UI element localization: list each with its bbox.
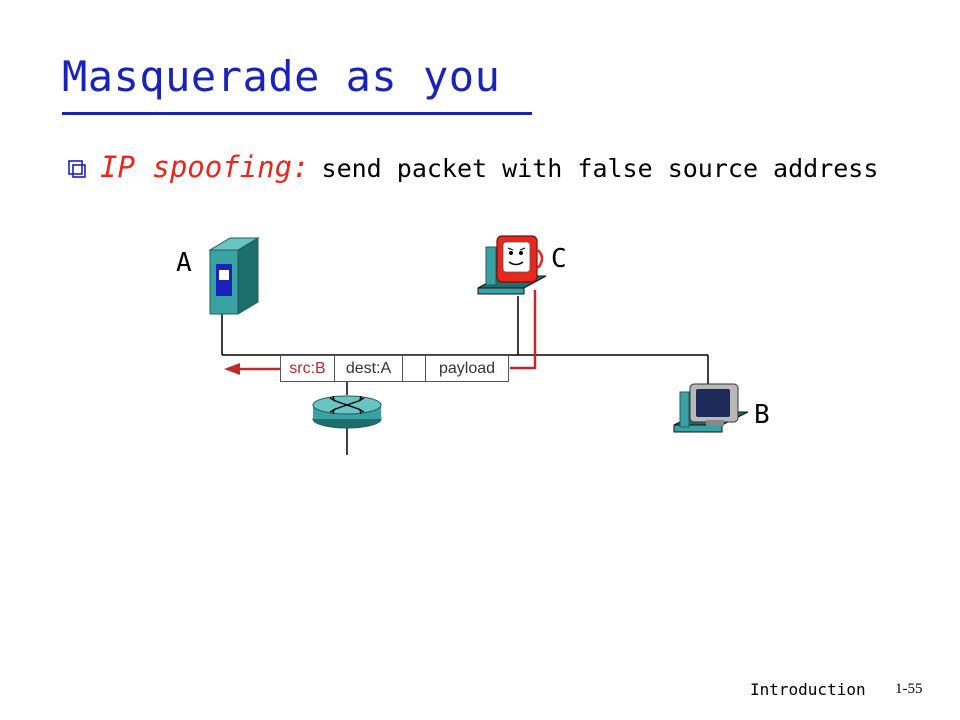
spoof-path — [224, 290, 537, 375]
slide-title: Masquerade as you — [62, 52, 501, 101]
packet-empty-field — [403, 356, 426, 381]
bullet-term: IP spoofing: — [100, 150, 310, 184]
hacker-computer-icon — [477, 235, 547, 295]
title-underline — [62, 112, 532, 115]
router-icon — [312, 395, 382, 429]
server-icon — [208, 237, 260, 315]
arrow-head-icon — [224, 363, 240, 375]
packet-dest-field: dest:A — [335, 356, 403, 381]
node-c-label: C — [551, 244, 567, 274]
node-a-label: A — [176, 248, 192, 278]
bullet-description: send packet with false source address — [321, 154, 879, 183]
node-b-label: B — [754, 400, 770, 430]
bullet-item: IP spoofing: send packet with false sour… — [68, 150, 878, 184]
packet: src:B dest:A payload — [280, 355, 509, 382]
checkbox-bullet-icon — [68, 160, 86, 178]
packet-payload-field: payload — [438, 359, 496, 377]
computer-icon — [673, 383, 749, 433]
footer-section: Introduction — [750, 680, 866, 699]
footer-page-number: 1-55 — [895, 681, 923, 697]
packet-src-field: src:B — [281, 356, 335, 381]
